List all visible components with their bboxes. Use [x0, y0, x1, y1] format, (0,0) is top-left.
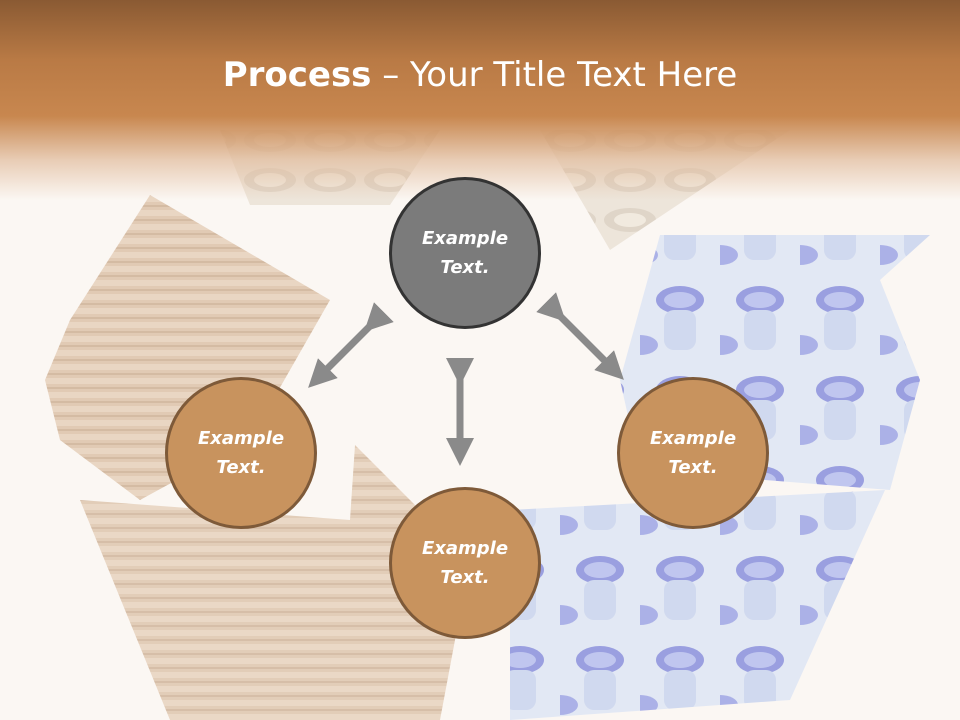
- node-bottom-line1: Example: [421, 538, 509, 559]
- node-right-line2: Text.: [668, 457, 718, 478]
- slide-title: Process – Your Title Text Here: [0, 52, 960, 98]
- node-top-line2: Text.: [440, 257, 490, 278]
- title-rest: – Your Title Text Here: [371, 55, 738, 95]
- node-top-line1: Example: [421, 228, 509, 249]
- arrow-top-right: [536, 292, 624, 380]
- process-node-right[interactable]: Example Text.: [617, 377, 769, 529]
- node-right-line1: Example: [649, 428, 737, 449]
- node-left-line2: Text.: [216, 457, 266, 478]
- title-band: [0, 0, 960, 200]
- arrow-top-left: [308, 302, 394, 388]
- process-node-top[interactable]: Example Text.: [389, 177, 541, 329]
- node-bottom-line2: Text.: [440, 567, 490, 588]
- process-node-bottom[interactable]: Example Text.: [389, 487, 541, 639]
- node-left-line1: Example: [197, 428, 285, 449]
- title-bold: Process: [222, 55, 372, 95]
- process-node-left[interactable]: Example Text.: [165, 377, 317, 529]
